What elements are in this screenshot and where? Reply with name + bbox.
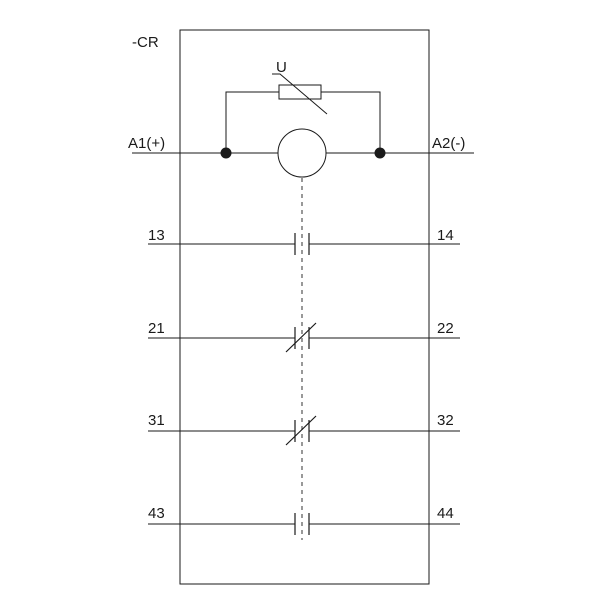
contact-row-no-2: 43 44 xyxy=(148,505,460,535)
varistor-icon xyxy=(278,84,322,100)
coil-icon xyxy=(277,128,327,178)
contact-terminal-right: 44 xyxy=(437,505,454,522)
contact-row-nc-2: 31 32 xyxy=(148,412,460,446)
varistor-loop-wire xyxy=(225,91,279,153)
contact-terminal-left: 31 xyxy=(148,412,165,429)
varistor-label: U xyxy=(276,59,287,76)
coil-terminal-a2: A2(-) xyxy=(432,135,465,152)
contact-terminal-left: 21 xyxy=(148,320,165,337)
varistor-loop-wire-right xyxy=(321,91,381,153)
contact-row-nc-1: 21 22 xyxy=(148,320,460,353)
varistor-slash xyxy=(272,73,328,115)
junction-dot-right xyxy=(374,147,386,159)
device-tag: -CR xyxy=(132,34,159,51)
device-enclosure xyxy=(179,29,430,585)
junction-dot-left xyxy=(220,147,232,159)
contact-terminal-left: 43 xyxy=(148,505,165,522)
contact-nc-slash xyxy=(285,415,317,446)
coil-row: A1(+) A2(-) xyxy=(128,128,474,178)
contact-terminal-right: 22 xyxy=(437,320,454,337)
contact-nc-slash xyxy=(285,322,317,353)
coil-terminal-a1: A1(+) xyxy=(128,135,165,152)
contact-terminal-right: 14 xyxy=(437,227,454,244)
contact-terminal-right: 32 xyxy=(437,412,454,429)
contact-terminal-left: 13 xyxy=(148,227,165,244)
contact-row-no-1: 13 14 xyxy=(148,227,460,255)
varistor-suppressor: U xyxy=(225,59,381,153)
